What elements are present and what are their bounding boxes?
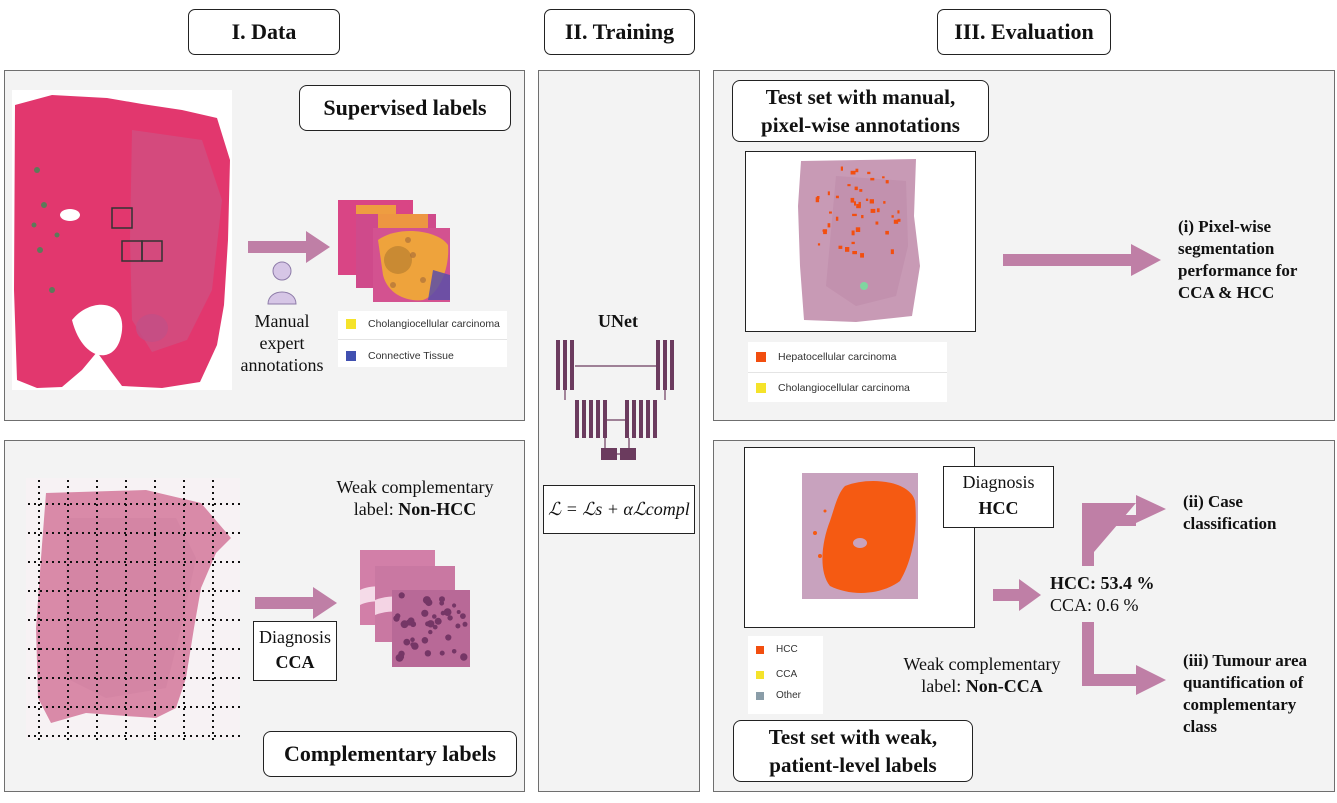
arrow-eval-manual xyxy=(1003,244,1161,276)
legend-eval-top: Hepatocellular carcinoma Cholangiocellul… xyxy=(748,342,947,402)
diagnosis-box-cca: Diagnosis CCA xyxy=(253,621,337,681)
header-training: II. Training xyxy=(544,9,695,55)
result-pixel-wise: (i) Pixel-wise segmentation performance … xyxy=(1178,217,1298,302)
legend-supervised: Cholangiocellular carcinoma Connective T… xyxy=(338,311,507,367)
patch-stack-complementary xyxy=(360,550,470,667)
eval-wsi-weak-image xyxy=(800,471,920,601)
legend-swatch-cca xyxy=(346,319,356,329)
legend-swatch-hcc xyxy=(756,352,766,362)
person-icon xyxy=(267,261,297,305)
arrow-supervised xyxy=(248,231,330,263)
legend-swatch-cca-top xyxy=(756,383,766,393)
header-data: I. Data xyxy=(188,9,340,55)
unet-label: UNet xyxy=(598,311,638,331)
wsi-complementary-image xyxy=(26,478,240,740)
legend-item-cca-small: CCA xyxy=(756,669,797,680)
arrow-eval-branches xyxy=(1082,495,1166,695)
hcc-cca-percentages: HCC: 53.4 % CCA: 0.6 % xyxy=(1050,573,1155,615)
legend-item-connective: Connective Tissue xyxy=(346,350,454,362)
loss-formula: ℒ = ℒs + αℒcompl xyxy=(543,485,695,534)
header-evaluation: III. Evaluation xyxy=(937,9,1111,55)
eval-wsi-image xyxy=(796,156,922,324)
arrow-complementary xyxy=(255,587,337,619)
test-set-weak-title: Test set with weak, patient-level labels xyxy=(733,720,973,782)
arrow-eval-weak-small xyxy=(993,579,1041,611)
legend-item-cca-top: Cholangiocellular carcinoma xyxy=(756,382,910,394)
legend-item-other-small: Other xyxy=(756,690,801,701)
wsi-supervised-image xyxy=(12,90,232,390)
unet-diagram xyxy=(556,340,674,460)
legend-item-hcc: Hepatocellular carcinoma xyxy=(756,351,896,363)
complementary-labels-title: Complementary labels xyxy=(263,731,517,777)
weak-label-non-cca: Weak complementary label: Non-CCA xyxy=(903,654,1061,696)
patch-stack-supervised xyxy=(338,200,450,302)
manual-annotations-text: Manual expert annotations xyxy=(240,311,324,375)
result-case-classification: (ii) Case classification xyxy=(1183,492,1277,533)
result-tumour-area: (iii) Tumour area quantification of comp… xyxy=(1183,651,1308,736)
weak-label-non-hcc: Weak complementary label: Non-HCC xyxy=(336,477,494,519)
legend-eval-bottom: HCC CCA Other xyxy=(748,636,823,714)
legend-item-hcc-small: HCC xyxy=(756,644,798,655)
supervised-labels-title: Supervised labels xyxy=(299,85,511,131)
legend-item-cca: Cholangiocellular carcinoma xyxy=(346,318,500,330)
test-set-manual-title: Test set with manual, pixel-wise annotat… xyxy=(732,80,989,142)
diagnosis-box-hcc: Diagnosis HCC xyxy=(943,466,1054,528)
panel-training xyxy=(538,70,700,792)
legend-swatch-connective xyxy=(346,351,356,361)
